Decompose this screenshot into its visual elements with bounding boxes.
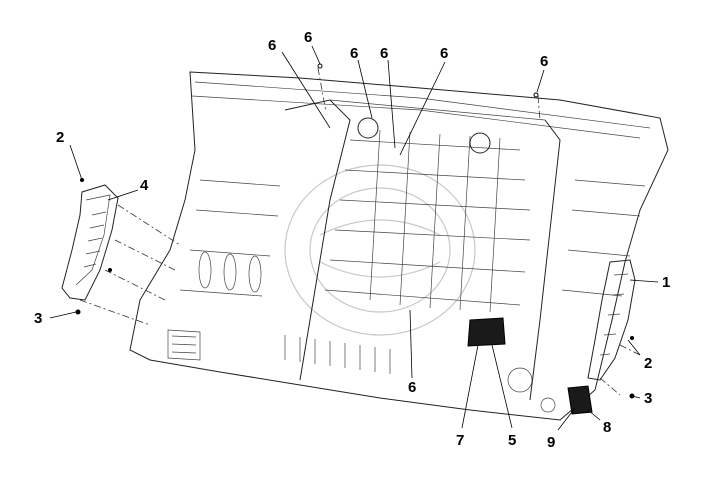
callout-3: 3 [34, 310, 42, 327]
callout-6: 6 [440, 45, 448, 62]
watermark-logo [284, 164, 476, 336]
callout-labels: 6 6 6 6 6 6 6 2 4 3 1 2 3 8 9 7 5 [34, 29, 670, 451]
callout-1: 1 [662, 274, 670, 291]
callout-6: 6 [540, 53, 548, 70]
callout-2: 2 [644, 355, 652, 372]
right-step-panel [587, 259, 636, 381]
insulation-pad [467, 317, 506, 347]
callout-7: 7 [456, 432, 464, 449]
left-step-panel [61, 184, 119, 301]
callout-5: 5 [508, 432, 516, 449]
floor-pan [129, 71, 669, 421]
callout-6: 6 [268, 37, 276, 54]
fasteners [75, 63, 635, 399]
callout-9: 9 [547, 434, 555, 451]
callout-6: 6 [350, 45, 358, 62]
callout-2: 2 [56, 129, 64, 146]
callout-8: 8 [603, 419, 611, 436]
callout-6: 6 [408, 379, 416, 396]
callout-6: 6 [380, 45, 388, 62]
callout-3: 3 [644, 390, 652, 407]
small-pad [567, 385, 593, 415]
callout-4: 4 [140, 177, 149, 194]
leader-lines [49, 45, 659, 431]
callout-6: 6 [304, 29, 312, 46]
assembly-lines [79, 67, 641, 396]
